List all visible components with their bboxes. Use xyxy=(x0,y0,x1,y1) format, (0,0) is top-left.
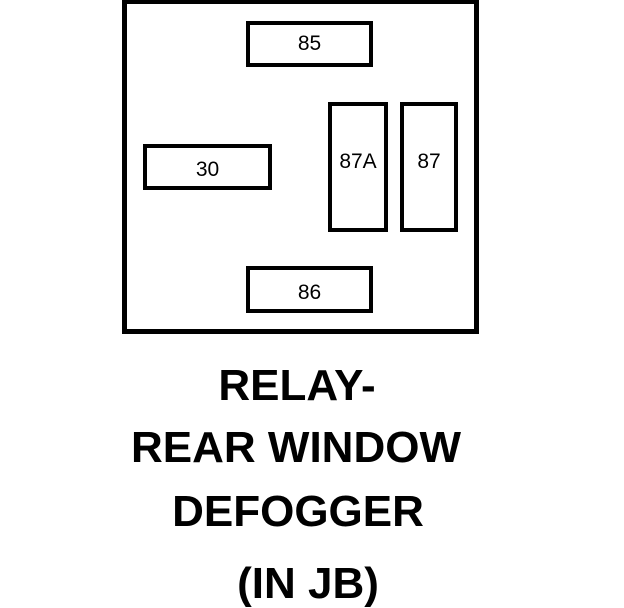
caption-line-2: REAR WINDOW xyxy=(131,423,461,472)
terminal-87a: 87A xyxy=(328,102,388,232)
terminal-87: 87 xyxy=(400,102,458,232)
terminal-30: 30 xyxy=(143,144,272,190)
relay-body-outline xyxy=(122,0,479,334)
terminal-86: 86 xyxy=(246,266,373,313)
terminal-86-label: 86 xyxy=(297,280,322,304)
terminal-85-label: 85 xyxy=(297,32,322,55)
caption-line-3: DEFOGGER xyxy=(172,487,424,536)
terminal-85: 85 xyxy=(246,21,373,67)
caption-line-4: (IN JB) xyxy=(237,559,379,608)
caption-line-1: RELAY- xyxy=(218,361,376,410)
terminal-87-label: 87 xyxy=(417,150,441,173)
terminal-30-label: 30 xyxy=(195,158,220,181)
terminal-87a-label: 87A xyxy=(339,150,377,173)
